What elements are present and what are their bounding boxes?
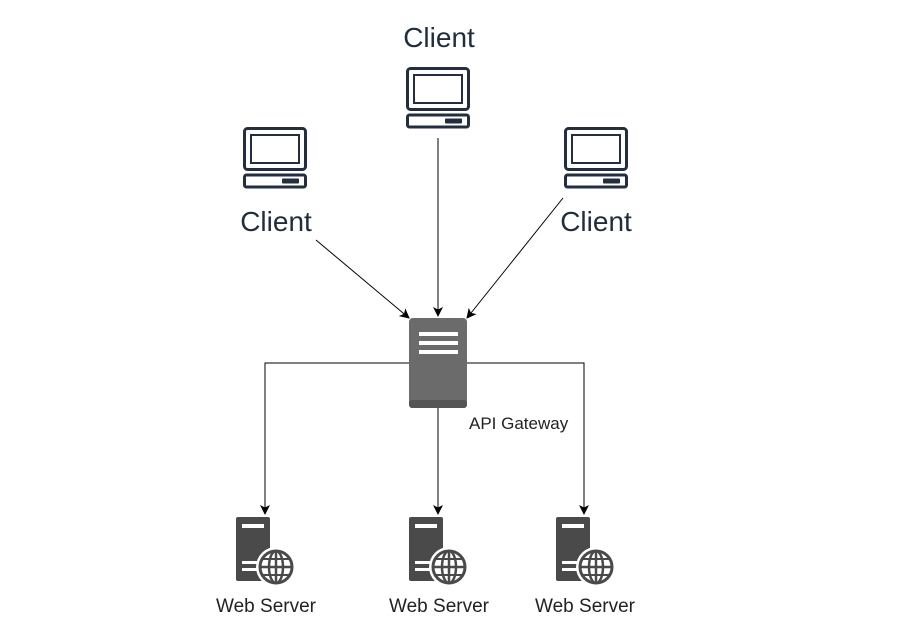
client-node-top: Client	[403, 22, 475, 129]
api-gateway-label: API Gateway	[469, 414, 569, 433]
connector-gateway-to-right-server	[467, 362, 589, 515]
web-server-node-right: Web Server	[535, 515, 636, 617]
api-gateway-node: API Gateway	[409, 318, 569, 433]
web-server-label: Web Server	[216, 596, 317, 617]
web-server-label: Web Server	[535, 596, 636, 617]
desktop-computer-icon	[243, 127, 307, 189]
connector-gateway-to-left-server	[260, 362, 409, 515]
client-node-left: Client	[240, 127, 312, 237]
client-node-right: Client	[560, 127, 632, 237]
api-gateway-server-icon	[409, 318, 467, 408]
web-server-globe-icon	[407, 515, 471, 589]
web-server-node-middle: Web Server	[389, 515, 490, 617]
desktop-computer-icon	[564, 127, 628, 189]
web-server-node-left: Web Server	[216, 515, 317, 617]
client-label: Client	[403, 22, 475, 53]
desktop-computer-icon	[406, 67, 470, 129]
connector-left-client-to-gateway	[315, 239, 410, 319]
web-server-globe-icon	[234, 515, 298, 589]
web-server-globe-icon	[554, 515, 618, 589]
connector-right-client-to-gateway	[466, 197, 564, 319]
client-label: Client	[560, 206, 632, 237]
web-server-label: Web Server	[389, 596, 490, 617]
client-label: Client	[240, 206, 312, 237]
